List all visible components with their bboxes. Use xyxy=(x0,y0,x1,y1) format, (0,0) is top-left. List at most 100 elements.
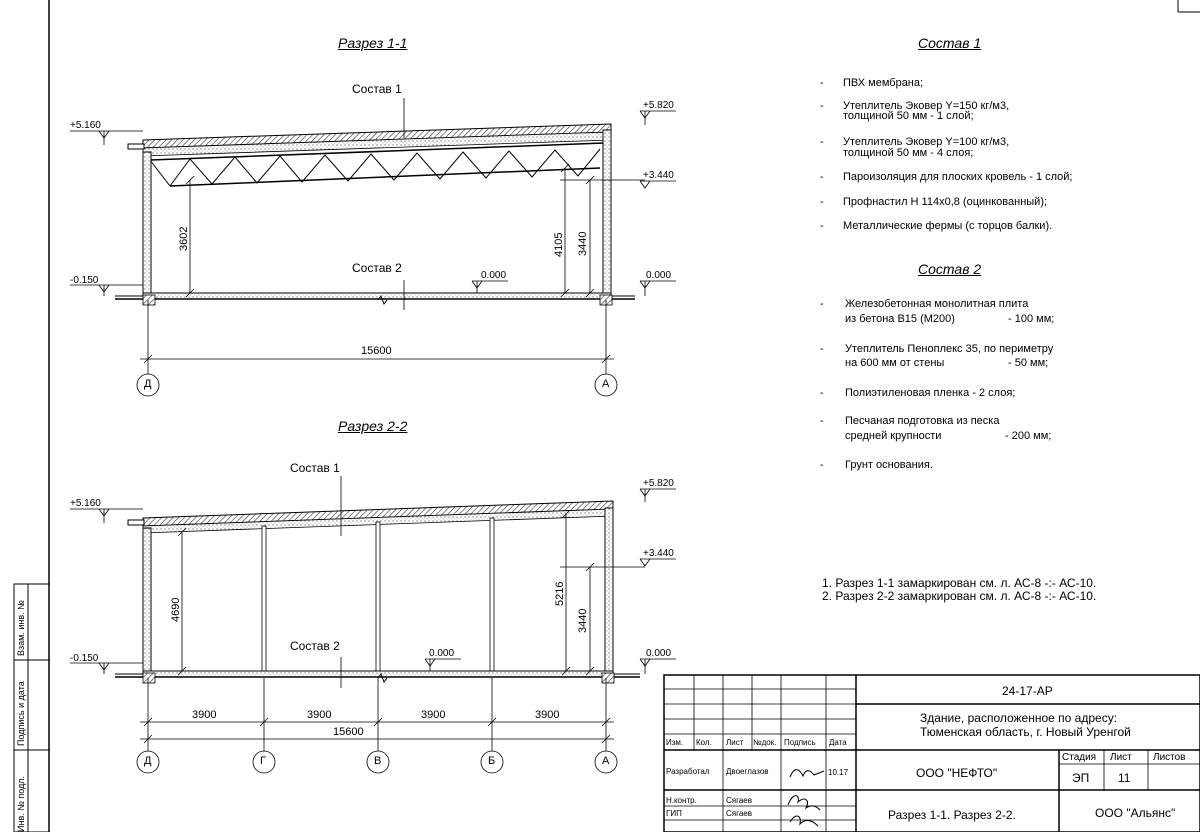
composition-2-dash: - xyxy=(820,298,824,310)
level-mark: 0.000 xyxy=(481,270,507,281)
sheet-title: Разрез 1-1. Разрез 2-2. xyxy=(888,808,1016,822)
composition-2-item: Железобетонная монолитная плита xyxy=(845,298,1029,310)
composition-1-item: Утеплитель Эковер Y=150 кг/м3, xyxy=(843,100,1010,112)
composition-2-dash: - xyxy=(820,459,824,471)
gip-name: Сягаев xyxy=(726,809,752,818)
composition-1-dash: - xyxy=(820,77,824,89)
axis-label: Б xyxy=(488,755,496,767)
gip-role: ГИП xyxy=(666,809,682,818)
section-2-2-structure xyxy=(115,500,640,684)
composition-2-item: Грунт основания. xyxy=(845,459,933,471)
header-kol: Кол. xyxy=(696,738,712,747)
level-mark: +5.820 xyxy=(643,100,674,111)
title-block-grid xyxy=(663,674,1200,832)
composition-2-item: - 100 мм; xyxy=(1008,313,1055,325)
composition-1-item: Пароизоляция для плоских кровель - 1 сло… xyxy=(843,171,1073,183)
composition-1-dash: - xyxy=(820,171,824,183)
axis-label: В xyxy=(374,755,382,767)
level-mark: 0.000 xyxy=(429,648,455,659)
composition-1-item: Металлические фермы (с торцов балки). xyxy=(843,220,1053,232)
sheet-frame xyxy=(48,0,1200,832)
dimension-label: 3602 xyxy=(178,226,190,251)
level-mark: 0.000 xyxy=(646,648,672,659)
section-2-2-roof-composition-label: Состав 1 xyxy=(290,461,340,475)
axis-label: А xyxy=(602,755,610,767)
composition-2-title: Состав 2 xyxy=(918,261,982,277)
composition-1-dash: - xyxy=(820,136,824,148)
composition-1-dash: - xyxy=(820,220,824,232)
section-1-1-structure xyxy=(115,123,635,306)
organization-name: ООО "НЕФТО" xyxy=(916,766,998,780)
dimension-label: 4105 xyxy=(553,232,565,257)
axis-label: Д xyxy=(144,755,152,767)
composition-2-dash: - xyxy=(820,415,824,427)
stamp-inv-podl: Инв. № подл. xyxy=(16,775,26,832)
section-1-1-roof-composition-label: Состав 1 xyxy=(352,82,402,96)
level-mark: +5.160 xyxy=(70,498,101,509)
nkontr-role: Н.контр. xyxy=(666,796,697,805)
section-2-2-dimensions xyxy=(70,476,676,774)
signature-marks xyxy=(787,769,825,827)
sheet-header: Лист xyxy=(1110,752,1132,763)
dimension-label: 3900 xyxy=(307,709,332,721)
sheet-number: 11 xyxy=(1118,771,1131,785)
level-mark: -0.150 xyxy=(70,275,99,286)
header-list: Лист xyxy=(726,738,744,747)
composition-2-item: Песчаная подготовка из песка xyxy=(845,415,1000,427)
project-code: 24-17-АР xyxy=(1002,684,1053,698)
dimension-label: 4690 xyxy=(170,597,182,622)
composition-1-item: ПВХ мембрана; xyxy=(843,77,924,89)
developer-role: Разработал xyxy=(666,767,710,776)
nkontr-name: Сягаев xyxy=(726,796,752,805)
level-mark: 0.000 xyxy=(646,270,672,281)
dimension-label: 3900 xyxy=(192,709,217,721)
dimension-label: 3900 xyxy=(535,709,560,721)
section-1-1-title: Разрез 1-1 xyxy=(338,35,408,51)
side-stamp xyxy=(13,583,50,832)
composition-2-item: средней крупности xyxy=(845,430,942,442)
axis-label: Г xyxy=(260,755,266,767)
level-mark: +5.160 xyxy=(70,120,101,131)
level-mark: +3.440 xyxy=(643,548,674,559)
axis-label: Д xyxy=(144,378,152,390)
composition-2-item: на 600 мм от стены xyxy=(845,357,945,369)
stage-header: Стадия xyxy=(1062,752,1097,763)
note-line: 1. Разрез 1-1 замаркирован см. л. АС-8 -… xyxy=(822,576,1097,590)
stage-value: ЭП xyxy=(1072,771,1090,785)
level-mark: +3.440 xyxy=(643,170,674,181)
dimension-label: 3440 xyxy=(577,608,589,633)
developer-name: Двоеглазов xyxy=(726,767,769,776)
composition-2-dash: - xyxy=(820,387,824,399)
dimension-label: 15600 xyxy=(333,726,364,738)
composition-1-item: Профнастил Н 114х0,8 (оцинкованный); xyxy=(843,196,1048,208)
contractor-name: ООО "Альянс" xyxy=(1095,806,1176,820)
composition-1-dash: - xyxy=(820,196,824,208)
composition-1-dash: - xyxy=(820,100,824,112)
composition-2-item: Утеплитель Пеноплекс 35, по периметру xyxy=(845,343,1054,355)
section-2-2-title: Разрез 2-2 xyxy=(338,418,408,434)
note-line: 2. Разрез 2-2 замаркирован см. л. АС-8 -… xyxy=(822,589,1097,603)
header-ndok: №док. xyxy=(753,738,777,747)
section-1-1-dimensions xyxy=(70,98,676,397)
date-value: 10.17 xyxy=(828,768,849,777)
section-1-1-floor-composition-label: Состав 2 xyxy=(352,261,402,275)
composition-2-item: Полиэтиленовая пленка - 2 слоя; xyxy=(845,387,1016,399)
composition-1-item: Утеплитель Эковер Y=100 кг/м3, xyxy=(843,136,1010,148)
sheets-header: Листов xyxy=(1153,752,1186,763)
composition-2-item: - 50 мм; xyxy=(1008,357,1049,369)
axis-label: А xyxy=(602,378,610,390)
composition-2-dash: - xyxy=(820,343,824,355)
project-address-line-1: Здание, расположенное по адресу: xyxy=(920,711,1118,725)
dimension-label: 5216 xyxy=(554,581,566,606)
header-izm: Изм. xyxy=(666,738,684,747)
stamp-podpis-data: Подпись и дата xyxy=(16,681,26,746)
composition-1-item: толщиной 50 мм - 1 слой; xyxy=(843,110,974,122)
dimension-label: 15600 xyxy=(361,345,392,357)
composition-1-title: Состав 1 xyxy=(918,35,982,51)
header-podp: Подпись xyxy=(784,738,816,747)
composition-2-item: - 200 мм; xyxy=(1005,430,1052,442)
dimension-label: 3900 xyxy=(421,709,446,721)
stamp-vzam-inv: Взам. инв. № xyxy=(16,600,26,656)
dimension-label: 3440 xyxy=(577,231,589,256)
